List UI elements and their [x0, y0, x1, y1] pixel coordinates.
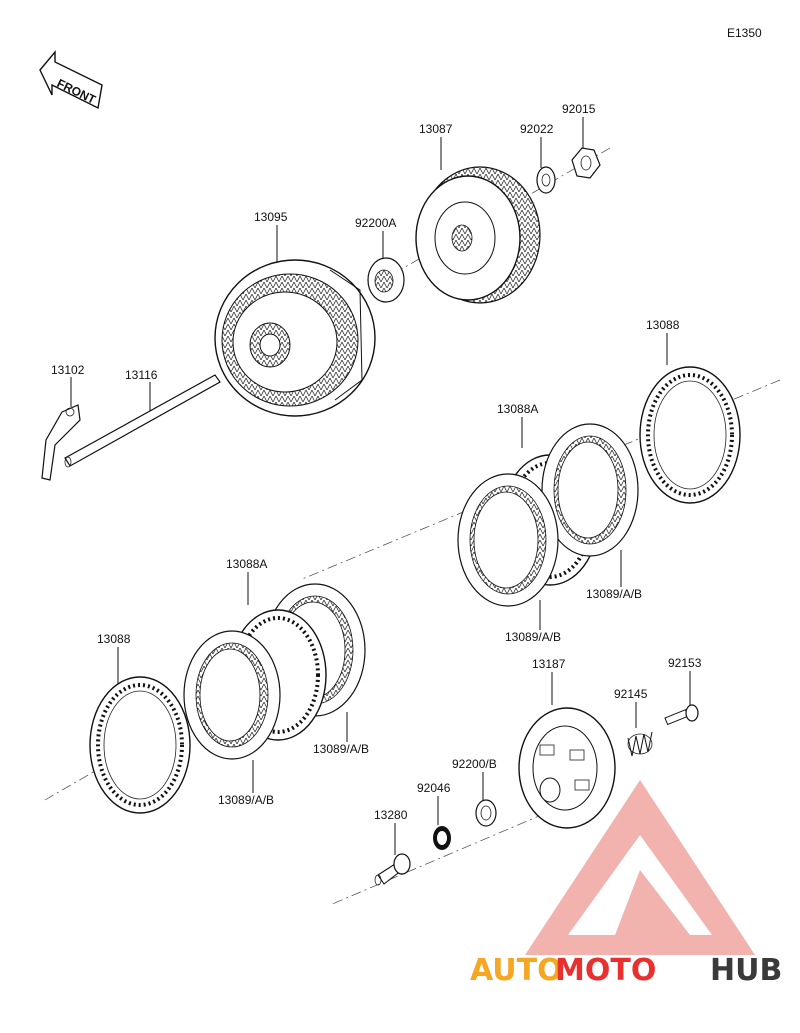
label-92200b: 92200/B	[452, 757, 497, 771]
label-13089-bot-a: 13089/A/B	[313, 742, 369, 756]
label-92015: 92015	[562, 102, 596, 116]
part-13116-push-rod[interactable]	[64, 374, 221, 468]
label-92145: 92145	[614, 687, 648, 701]
part-92015-nut[interactable]	[571, 147, 601, 179]
label-13088a-bot: 13088A	[226, 557, 267, 571]
label-13095: 13095	[254, 210, 288, 224]
part-92145-spring[interactable]	[627, 731, 653, 757]
part-13088-friction-plate-top[interactable]	[639, 366, 741, 504]
part-92046-bearing[interactable]	[433, 826, 451, 850]
part-13089-steel-plate-top-a[interactable]	[541, 423, 639, 557]
label-13087: 13087	[419, 122, 453, 136]
watermark-text: AUTO MOTO HUB	[470, 953, 782, 988]
part-13102-lever[interactable]	[41, 404, 81, 481]
part-13280-pusher[interactable]	[374, 853, 411, 886]
label-92046: 92046	[417, 781, 451, 795]
part-13089-steel-plate-top-b[interactable]	[457, 473, 559, 607]
label-13089-top-a: 13089/A/B	[586, 587, 642, 601]
part-92200b-washer[interactable]	[475, 799, 497, 827]
part-13095-clutch-housing[interactable]	[214, 259, 376, 417]
watermark-logo	[525, 780, 755, 955]
label-13102: 13102	[51, 363, 85, 377]
label-92022: 92022	[520, 122, 554, 136]
part-13187-pressure-plate[interactable]	[518, 707, 616, 829]
label-13088a-top: 13088A	[497, 402, 538, 416]
label-13187: 13187	[532, 657, 566, 671]
label-13088-bot: 13088	[97, 632, 131, 646]
watermark-hub: HUB	[710, 953, 782, 988]
label-13089-bot-b: 13089/A/B	[218, 793, 274, 807]
part-92200a-collar[interactable]	[367, 257, 405, 303]
watermark-moto: MOTO	[555, 953, 656, 988]
front-arrow-icon: FRONT	[39, 50, 103, 110]
part-labels: 13102 13116 13095 92200A 13087 92022 920…	[51, 102, 702, 822]
diagram-code: E1350	[727, 26, 762, 40]
part-92022-washer[interactable]	[536, 166, 556, 194]
watermark-auto: AUTO	[470, 953, 563, 988]
label-13280: 13280	[374, 808, 408, 822]
part-92153-bolt[interactable]	[664, 704, 699, 726]
label-13116: 13116	[125, 368, 158, 382]
part-13089-steel-plate-bot-b[interactable]	[183, 630, 281, 760]
part-13087-clutch-hub[interactable]	[415, 166, 541, 304]
part-13088-friction-plate-bot[interactable]	[89, 676, 191, 814]
label-13089-top-b: 13089/A/B	[505, 630, 561, 644]
label-13088-top: 13088	[646, 318, 680, 332]
label-92153: 92153	[668, 656, 702, 670]
label-92200a: 92200A	[355, 216, 396, 230]
